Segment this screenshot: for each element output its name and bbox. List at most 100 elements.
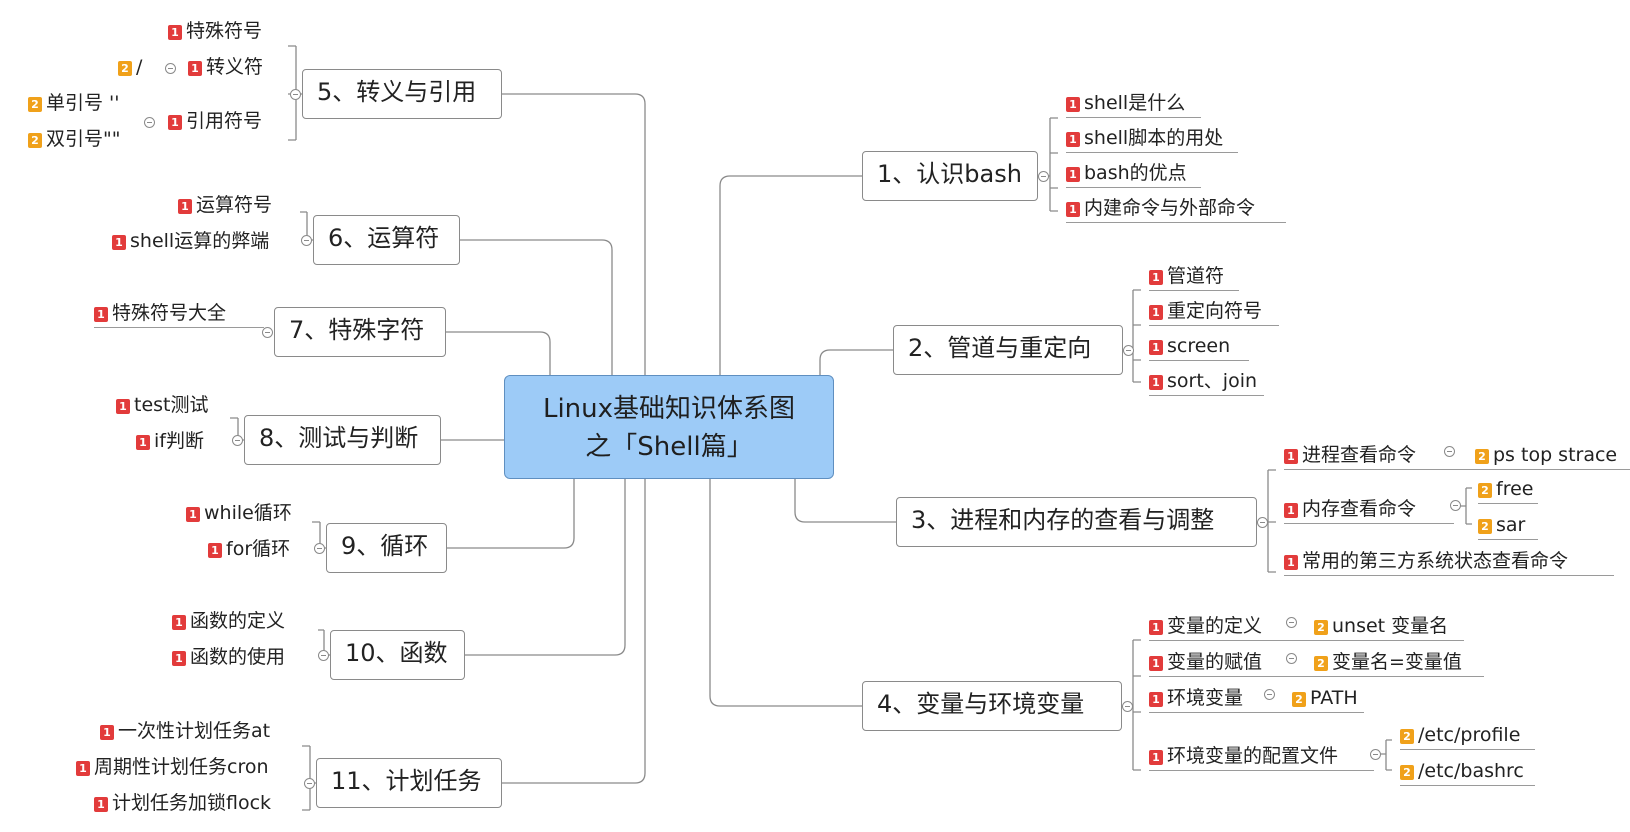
collapse-icon[interactable] [304,778,315,789]
priority-1-icon: 1 [1066,202,1080,217]
priority-1-icon: 1 [136,435,150,450]
central-title-line1: Linux基础知识体系图 [542,394,796,424]
collapse-icon[interactable] [1286,617,1297,628]
collapse-icon[interactable] [262,327,273,338]
collapse-icon[interactable] [1370,749,1381,760]
priority-2-icon: 2 [1292,692,1306,707]
collapse-icon[interactable] [301,235,312,246]
leaf-if[interactable]: 1 if判断 [136,426,204,456]
topic-1-bash[interactable]: 1、认识bash [862,151,1038,201]
priority-2-icon: 2 [1475,449,1489,464]
collapse-icon[interactable] [314,543,325,554]
topic-9-loops[interactable]: 9、循环 [326,523,447,573]
priority-1-icon: 1 [186,507,200,522]
priority-1-icon: 1 [94,797,108,812]
topic-6-operators[interactable]: 6、运算符 [313,215,460,265]
topic-label: 5、转义与引用 [317,78,477,106]
central-topic[interactable]: Linux基础知识体系图 之「Shell篇」 [504,375,834,479]
collapse-icon[interactable] [1257,517,1268,528]
priority-2-icon: 2 [28,133,42,148]
collapse-icon[interactable] [318,650,329,661]
leaf-label: 变量的定义 [1167,615,1263,637]
leaf-label: shell是什么 [1084,92,1186,114]
priority-1-icon: 1 [112,235,126,250]
collapse-icon[interactable] [144,117,155,128]
topic-11-scheduled-tasks[interactable]: 11、计划任务 [316,758,502,808]
topic-2-pipe-redirect[interactable]: 2、管道与重定向 [893,325,1123,375]
leaf-etc-profile[interactable]: 2/etc/profile [1400,720,1535,750]
priority-1-icon: 1 [178,199,192,214]
central-title-line2: 之「Shell篇」 [585,432,753,462]
topic-3-process-memory[interactable]: 3、进程和内存的查看与调整 [896,497,1257,547]
topic-5-escape-quote[interactable]: 5、转义与引用 [302,69,502,119]
priority-1-icon: 1 [1149,375,1163,390]
collapse-icon[interactable] [1123,345,1134,356]
collapse-icon[interactable] [165,63,176,74]
priority-2-icon: 2 [28,97,42,112]
topic-10-functions[interactable]: 10、函数 [330,630,465,680]
leaf-path[interactable]: 2 PATH [1292,683,1358,713]
topic-label: 4、变量与环境变量 [877,690,1085,718]
leaf-label: 特殊符号大全 [112,302,227,324]
leaf-label: if判断 [154,430,204,452]
collapse-icon[interactable] [290,89,301,100]
priority-1-icon: 1 [188,61,202,76]
topic-label: 3、进程和内存的查看与调整 [911,506,1215,534]
leaf-slash[interactable]: 2/ [118,52,142,82]
leaf-test[interactable]: 1 test测试 [116,390,209,420]
leaf-label: PATH [1310,687,1358,709]
collapse-icon[interactable] [1264,689,1275,700]
collapse-icon[interactable] [1122,701,1133,712]
collapse-icon[interactable] [232,435,243,446]
collapse-icon[interactable] [1450,500,1461,511]
priority-1-icon: 1 [1149,340,1163,355]
leaf-label: /etc/profile [1418,724,1521,746]
collapse-icon[interactable] [1038,171,1049,182]
topic-7-special-chars[interactable]: 7、特殊字符 [274,307,446,357]
collapse-icon[interactable] [1444,446,1455,457]
leaf-etc-bashrc[interactable]: 2/etc/bashrc [1400,756,1535,786]
priority-1-icon: 1 [116,399,130,414]
priority-2-icon: 2 [1314,620,1328,635]
topic-4-variables[interactable]: 4、变量与环境变量 [862,681,1122,731]
leaf-label: 重定向符号 [1167,300,1263,322]
collapse-icon[interactable] [1286,653,1297,664]
leaf-label: test测试 [134,394,209,416]
topic-8-test-judgement[interactable]: 8、测试与判断 [244,415,441,465]
